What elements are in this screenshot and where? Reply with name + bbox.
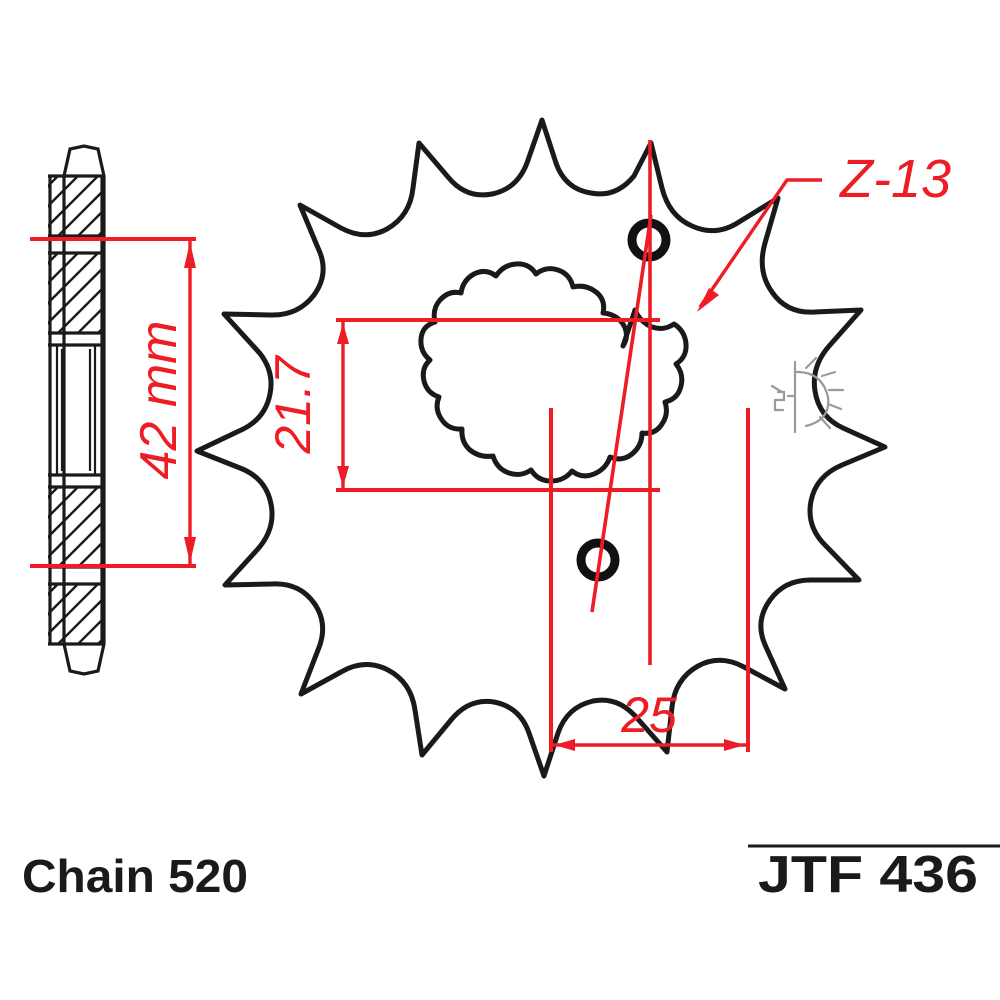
arrow-left (554, 739, 575, 751)
dimension-label-25: 25 (620, 687, 677, 743)
dimension-label-42mm: 42 mm (130, 321, 188, 480)
leader-arrowhead (697, 288, 719, 312)
sprocket-outer-teeth (194, 117, 888, 779)
leader-line (698, 178, 822, 308)
callout-teeth-count: Z-13 (697, 149, 951, 312)
chain-label: Chain 520 (22, 850, 248, 902)
dimension-thickness-42mm: 42 mm (30, 237, 196, 568)
section-hatch-bottom-2 (48, 487, 104, 567)
arrow-bottom (184, 537, 196, 563)
callout-label-z13: Z-13 (838, 149, 951, 209)
side-section-view (48, 144, 106, 676)
part-number-label: JTF 436 (758, 846, 978, 904)
section-hatch-top-1 (48, 176, 104, 236)
arrow-top (184, 242, 196, 268)
manufacturer-watermark-icon (770, 356, 845, 434)
arrow-upper (337, 323, 349, 344)
section-hatch-bottom-1 (48, 584, 104, 644)
arrow-lower (337, 466, 349, 487)
dimension-label-21-7: 21.7 (265, 354, 321, 455)
centerlines (590, 140, 653, 665)
front-view (194, 117, 888, 779)
arrow-right (724, 739, 745, 751)
section-hatch-top-2 (48, 253, 104, 333)
dimension-bolt-circle-21-7: 21.7 (265, 318, 660, 492)
centerline-diagonal (590, 214, 653, 613)
sprocket-spline-hub (418, 261, 689, 484)
dimension-bore-25: 25 (549, 408, 750, 752)
